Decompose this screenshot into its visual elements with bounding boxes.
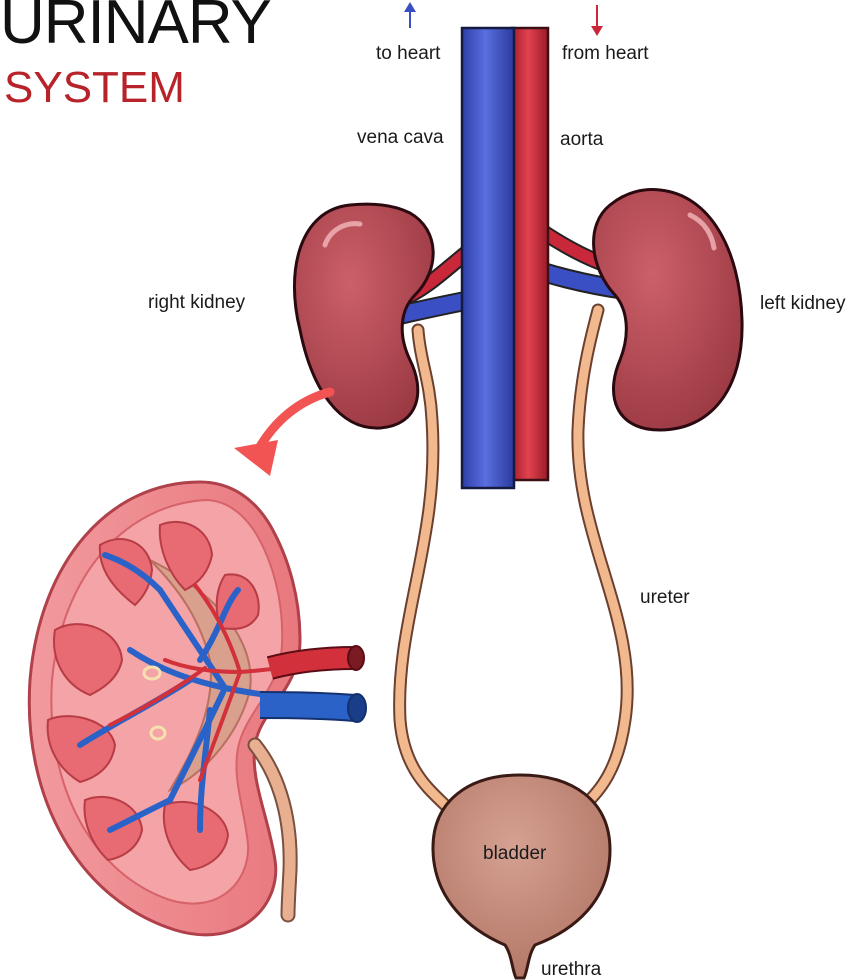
page-title: URINARY bbox=[0, 0, 272, 57]
label-to-heart: to heart bbox=[376, 43, 441, 64]
up-arrow-icon bbox=[404, 2, 416, 28]
label-from-heart: from heart bbox=[562, 43, 649, 64]
label-ureter: ureter bbox=[640, 587, 690, 608]
label-right-kidney: right kidney bbox=[148, 292, 246, 313]
left-kidney-shape bbox=[592, 188, 744, 432]
vena-cava-vessel bbox=[460, 26, 516, 490]
zoom-arrow-icon bbox=[234, 387, 335, 476]
ureters bbox=[393, 303, 634, 812]
page-subtitle: SYSTEM bbox=[4, 63, 185, 112]
down-arrow-icon bbox=[591, 5, 603, 36]
bladder-shape bbox=[431, 773, 612, 980]
label-aorta: aorta bbox=[560, 129, 604, 150]
label-left-kidney: left kidney bbox=[760, 293, 846, 314]
label-vena-cava: vena cava bbox=[357, 127, 444, 148]
kidney-cross-section bbox=[27, 480, 367, 937]
label-bladder: bladder bbox=[483, 843, 547, 864]
right-kidney-shape bbox=[293, 202, 435, 430]
aorta-vessel bbox=[510, 26, 550, 482]
label-urethra: urethra bbox=[541, 959, 602, 980]
